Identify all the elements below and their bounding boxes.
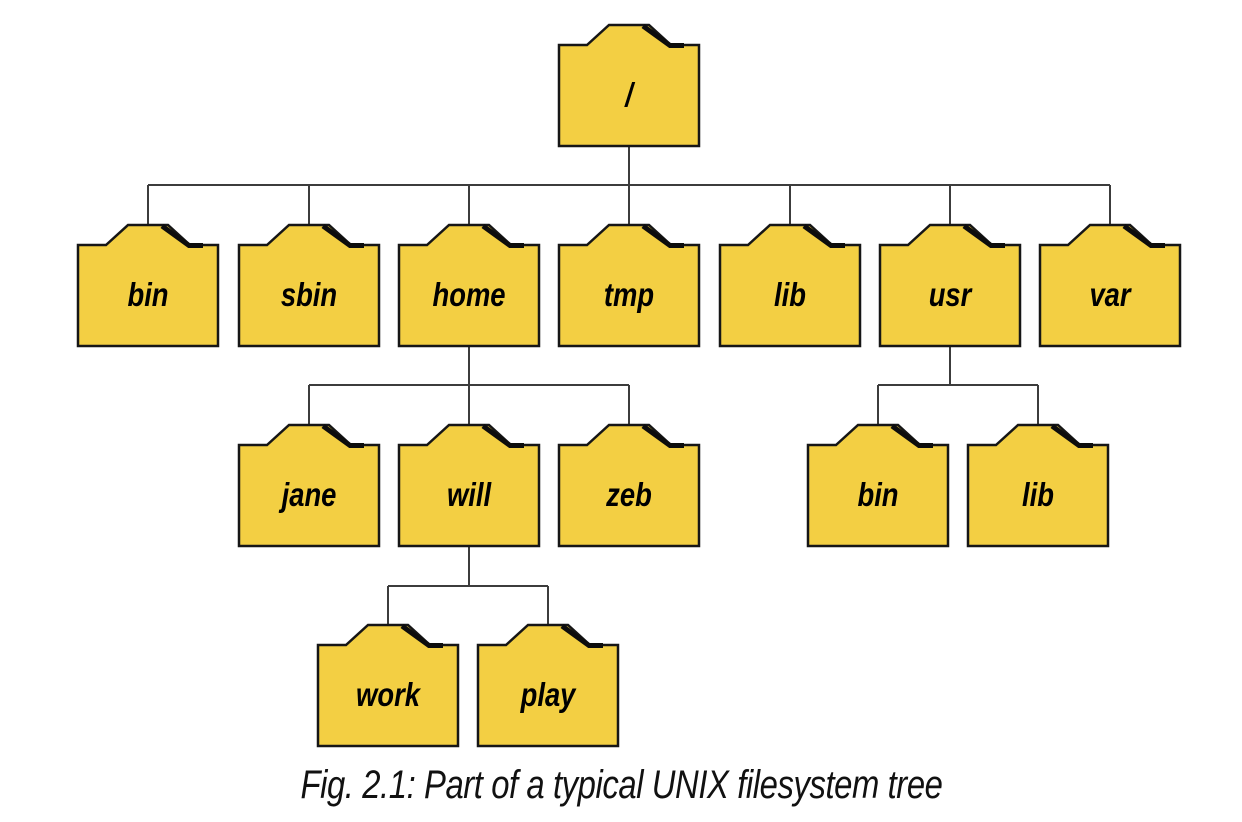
folder-tab-shadow [890,423,933,448]
folder-bin: bin [76,223,220,348]
folder-label-var: var [1089,278,1132,314]
folder-tab-shadow [641,223,684,248]
folder-label-bin: bin [127,278,168,314]
figure-caption-text: Fig. 2.1: Part of a typical UNIX filesys… [299,763,943,807]
folder-icon [476,623,620,748]
folder-usr-lib: lib [966,423,1110,548]
folder-icon [1038,223,1182,348]
folder-tab-shadow [641,423,684,448]
folder-label-usr-lib: lib [1022,478,1054,514]
folder-label-zeb: zeb [605,478,652,514]
folder-label-home: home [432,278,505,314]
folder-tab-shadow [321,423,364,448]
folder-var: var [1038,223,1182,348]
folder-label-will: will [447,478,492,514]
folder-icon [76,223,220,348]
folder-icon [557,423,701,548]
folder-label-sbin: sbin [281,278,337,314]
folder-icon [397,223,541,348]
folder-jane: jane [237,423,381,548]
folder-label-work: work [356,678,422,714]
folder-tab-shadow [962,223,1005,248]
connector-lines [147,146,1111,627]
folder-tab-shadow [1122,223,1165,248]
folder-tab-shadow [560,623,603,648]
folder-will: will [397,423,541,548]
folder-icon [237,223,381,348]
folder-nodes: / bin sbin home tmp lib usr var jane will zeb bin li… [76,23,1182,748]
folder-icon [878,223,1022,348]
folder-label-lib: lib [774,278,806,314]
folder-tab-shadow [400,623,443,648]
folder-tmp: tmp [557,223,701,348]
folder-label-play: play [520,678,578,714]
folder-icon [237,423,381,548]
folder-icon [316,623,460,748]
folder-tab-shadow [802,223,845,248]
folder-lib: lib [718,223,862,348]
folder-tab-shadow [1050,423,1093,448]
folder-label-tmp: tmp [604,278,654,314]
folder-icon [557,23,701,148]
folder-label-usr: usr [929,278,974,314]
folder-icon [557,223,701,348]
folder-usr-bin: bin [806,423,950,548]
folder-tab-shadow [321,223,364,248]
folder-icon [966,423,1110,548]
folder-icon [806,423,950,548]
folder-zeb: zeb [557,423,701,548]
figure-caption: Fig. 2.1: Part of a typical UNIX filesys… [0,763,1242,808]
folder-tab-shadow [481,423,524,448]
folder-icon [718,223,862,348]
folder-home: home [397,223,541,348]
folder-label-usr-bin: bin [857,478,898,514]
folder-tab-shadow [160,223,203,248]
folder-label-jane: jane [278,478,337,514]
folder-work: work [316,623,460,748]
folder-tab-shadow [641,23,684,48]
folder-play: play [476,623,620,748]
folder-sbin: sbin [237,223,381,348]
folder-tab-shadow [481,223,524,248]
folder-root: / [557,23,701,148]
folder-icon [397,423,541,548]
folder-usr: usr [878,223,1022,348]
